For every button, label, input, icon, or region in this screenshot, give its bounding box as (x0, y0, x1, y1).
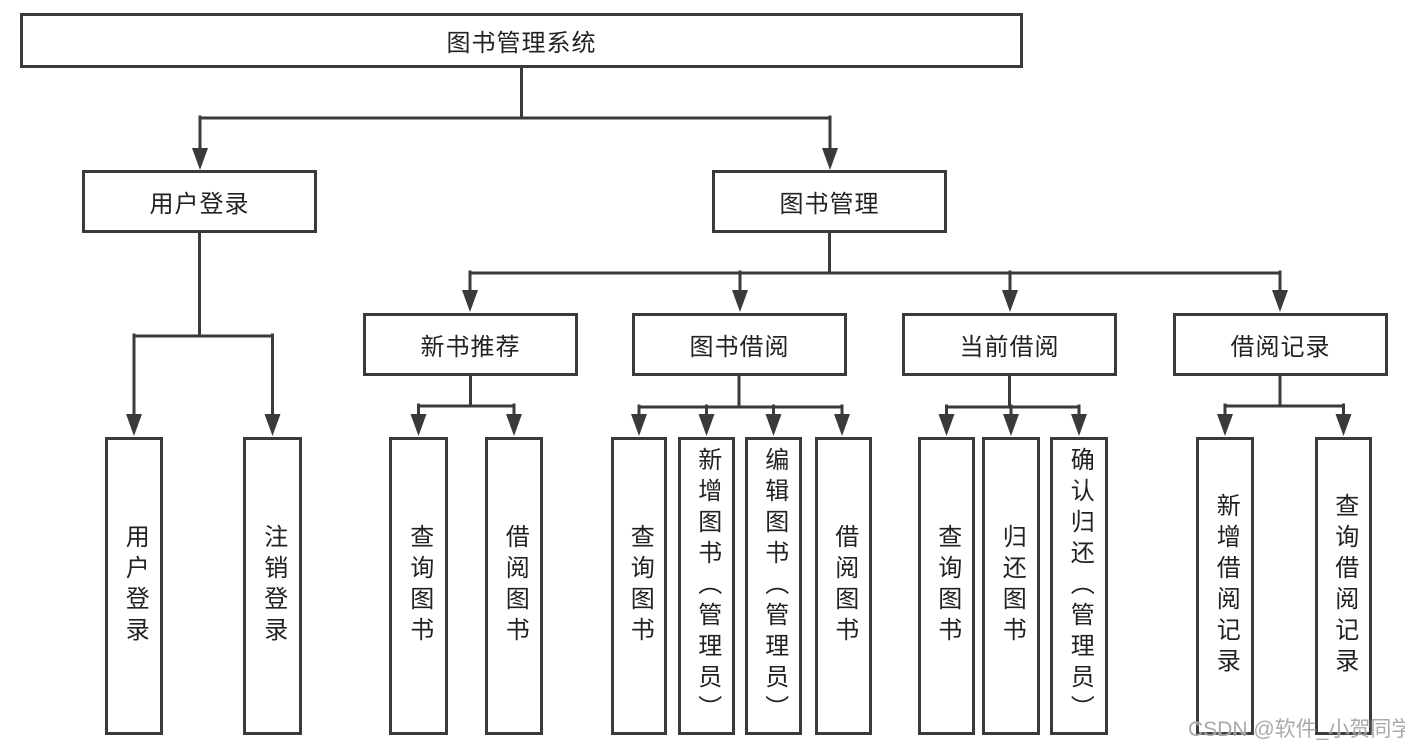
leaf-user-login: 用户登录 (105, 437, 163, 735)
node-book-borrowing: 图书借阅 (632, 313, 847, 376)
leaf-edit-book-admin: 编辑图书（管理员） (745, 437, 802, 735)
leaf-query-books-borrow: 查询图书 (611, 437, 667, 735)
leaf-return-books: 归还图书 (982, 437, 1040, 735)
leaf-confirm-return-admin: 确认归还（管理员） (1050, 437, 1108, 735)
leaf-query-books-recommend: 查询图书 (389, 437, 448, 735)
leaf-borrow-books-recommend: 借阅图书 (485, 437, 543, 735)
connector-root-to-level2 (192, 64, 838, 170)
leaf-add-book-admin: 新增图书（管理员） (678, 437, 735, 735)
connector-book-management-children (462, 229, 1288, 312)
leaf-query-borrow-record: 查询借阅记录 (1315, 437, 1372, 735)
node-new-book-recommendation: 新书推荐 (363, 313, 578, 376)
node-library-management-system: 图书管理系统 (20, 13, 1023, 68)
connector-book-borrow-children (631, 372, 850, 436)
leaf-borrow-books: 借阅图书 (815, 437, 872, 735)
connector-user-login-children (126, 229, 281, 436)
node-current-borrowing: 当前借阅 (902, 313, 1117, 376)
leaf-logout: 注销登录 (243, 437, 302, 735)
connector-current-borrow-children (938, 373, 1087, 436)
connector-new-book-children (410, 372, 522, 436)
leaf-add-borrow-record: 新增借阅记录 (1196, 437, 1254, 735)
node-user-login: 用户登录 (82, 170, 317, 233)
csdn-watermark: CSDN @软件_小贺同学 (1188, 718, 1405, 741)
node-book-management: 图书管理 (712, 170, 947, 233)
connector-borrow-records-children (1217, 372, 1352, 436)
node-borrowing-records: 借阅记录 (1173, 313, 1388, 376)
leaf-query-books-current: 查询图书 (918, 437, 975, 735)
